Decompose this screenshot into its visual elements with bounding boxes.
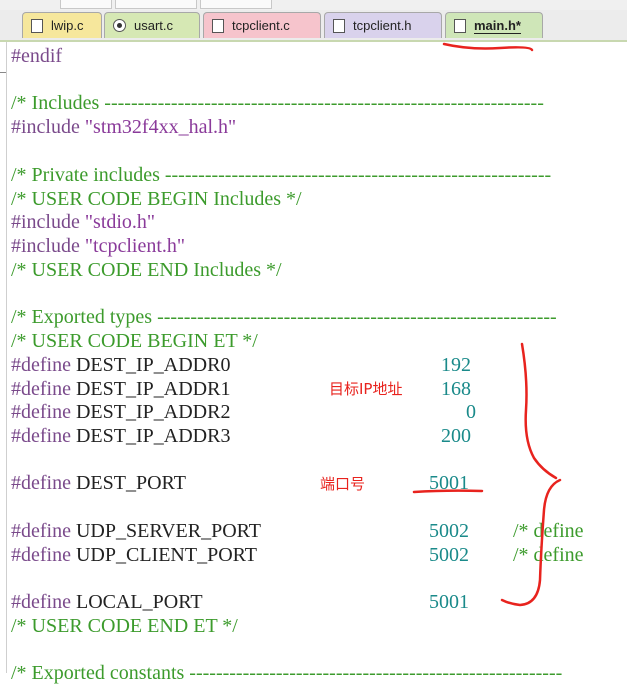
macro-name: UDP_CLIENT_PORT	[75, 544, 258, 566]
define-line: #define UDP_SERVER_PORT 5002 /* define	[11, 519, 621, 543]
tab-main-h[interactable]: main.h*	[445, 12, 543, 38]
macro-value: 5001	[429, 591, 469, 613]
inline-comment: /* define	[513, 520, 584, 542]
port-underline-mark	[412, 489, 484, 494]
define-keyword: #define	[11, 354, 71, 376]
code-line: /* USER CODE BEGIN Includes */	[11, 188, 302, 210]
tab-tcpclient-c[interactable]: tcpclient.c	[203, 12, 321, 38]
macro-name: UDP_SERVER_PORT	[75, 520, 261, 542]
tab-label: usart.c	[134, 18, 174, 33]
define-line: #define LOCAL_PORT 5001	[11, 590, 621, 614]
endif-directive: #endif	[11, 45, 63, 67]
code-line: #include "tcpclient.h"	[11, 234, 185, 258]
define-line: #define UDP_CLIENT_PORT 5002 /* define	[11, 543, 621, 567]
c-file-icon	[212, 18, 224, 33]
define-keyword: #define	[11, 472, 71, 494]
macro-name: LOCAL_PORT	[75, 591, 203, 613]
tab-label: tcpclient.c	[232, 18, 290, 33]
code-line: /* USER CODE END Includes */	[11, 259, 282, 281]
macro-value: 5001	[429, 472, 469, 494]
window-top-strip	[0, 0, 627, 10]
code-line: /* Exported types ----------------------…	[11, 306, 557, 328]
macro-value: 5002	[429, 520, 469, 542]
macro-value: 200	[441, 425, 471, 447]
macro-name: DEST_PORT	[75, 472, 186, 494]
include-path: "stm32f4xx_hal.h"	[84, 116, 237, 138]
top-fragment	[60, 0, 112, 9]
include-directive: #include	[11, 235, 85, 257]
tab-label: main.h*	[474, 17, 521, 34]
macro-name: DEST_IP_ADDR2	[75, 401, 231, 423]
tab-label: lwip.c	[51, 18, 84, 33]
code-line: #include "stdio.h"	[11, 210, 155, 234]
define-line: #define DEST_IP_ADDR0 192	[11, 353, 621, 377]
include-directive: #include	[11, 211, 85, 233]
top-fragment	[115, 0, 197, 9]
file-tab-bar: lwip.c usart.c tcpclient.c tcpclient.h m…	[0, 10, 627, 42]
define-keyword: #define	[11, 544, 71, 566]
macro-value: 168	[441, 378, 471, 400]
macro-name: DEST_IP_ADDR0	[75, 354, 231, 376]
code-line: /* Includes ----------------------------…	[11, 92, 544, 114]
ip-brace-mark	[520, 342, 558, 480]
h-file-icon	[454, 18, 466, 33]
tab-underline-mark	[442, 42, 534, 52]
port-brace-mark	[500, 478, 562, 607]
gear-file-icon	[113, 19, 126, 32]
code-line: #endif	[11, 44, 62, 68]
tab-tcpclient-h[interactable]: tcpclient.h	[324, 12, 442, 38]
macro-value: 5002	[429, 544, 469, 566]
define-keyword: #define	[11, 425, 71, 447]
code-line: /* Private includes --------------------…	[11, 164, 552, 186]
port-annotation: 端口号	[320, 475, 366, 493]
top-fragment	[200, 0, 272, 9]
define-line: #define DEST_IP_ADDR3 200	[11, 424, 621, 448]
tab-usart-c[interactable]: usart.c	[104, 12, 200, 38]
code-line: /* USER CODE END ET */	[11, 615, 238, 637]
include-path: "stdio.h"	[84, 211, 156, 233]
include-directive: #include	[11, 116, 85, 138]
ip-address-annotation: 目标IP地址	[329, 380, 403, 398]
define-line: #define DEST_PORT 5001	[11, 471, 621, 495]
code-editor[interactable]: #endif /* Includes ---------------------…	[0, 42, 627, 684]
code-line: /* USER CODE BEGIN ET */	[11, 330, 258, 352]
define-keyword: #define	[11, 401, 71, 423]
include-path: "tcpclient.h"	[84, 235, 186, 257]
define-line: #define DEST_IP_ADDR2 0	[11, 400, 621, 424]
tab-lwip-c[interactable]: lwip.c	[22, 12, 102, 38]
tab-label: tcpclient.h	[353, 18, 412, 33]
define-line: #define DEST_IP_ADDR1 168	[11, 377, 621, 401]
macro-name: DEST_IP_ADDR3	[75, 425, 231, 447]
macro-value: 192	[441, 354, 471, 376]
macro-value: 0	[466, 401, 476, 423]
macro-name: DEST_IP_ADDR1	[75, 378, 231, 400]
define-keyword: #define	[11, 378, 71, 400]
h-file-icon	[333, 18, 345, 33]
define-keyword: #define	[11, 520, 71, 542]
c-file-icon	[31, 18, 43, 33]
code-line: #include "stm32f4xx_hal.h"	[11, 115, 236, 139]
fold-gutter	[0, 42, 7, 673]
define-keyword: #define	[11, 591, 71, 613]
inline-comment: /* define	[513, 544, 584, 566]
